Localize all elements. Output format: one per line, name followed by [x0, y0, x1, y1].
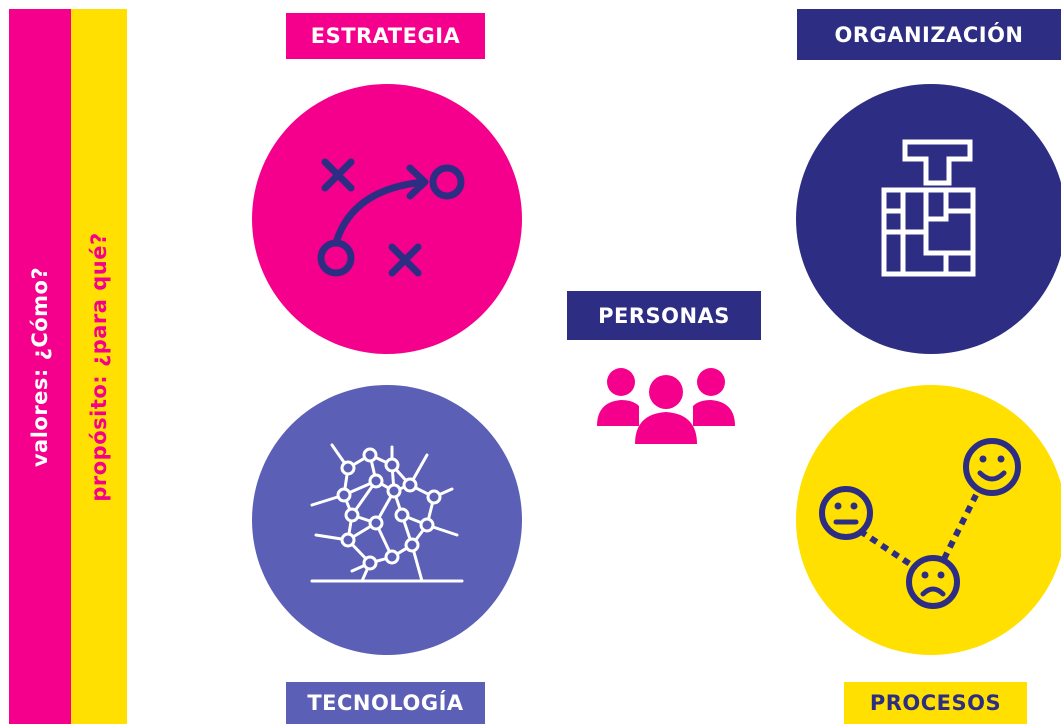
sad-face-icon	[906, 555, 960, 609]
estrategia-label: ESTRATEGIA	[286, 13, 485, 59]
procesos-circle	[796, 385, 1061, 655]
valores-text: valores: ¿Cómo?	[28, 266, 52, 467]
organizacion-circle	[796, 84, 1061, 354]
happy-face-icon	[963, 438, 1021, 496]
procesos-label: PROCESOS	[844, 682, 1027, 724]
tecnologia-circle	[252, 385, 522, 655]
organizacion-label: ORGANIZACIÓN	[797, 9, 1061, 60]
estrategia-circle	[252, 84, 522, 354]
neutral-face-icon	[819, 486, 873, 540]
tecnologia-label: TECNOLOGÍA	[286, 682, 485, 724]
personas-label: PERSONAS	[567, 291, 761, 340]
tetris-blocks-icon	[881, 139, 976, 277]
proposito-bar: propósito: ¿para qué?	[71, 9, 127, 724]
proposito-text: propósito: ¿para qué?	[87, 231, 111, 502]
valores-bar: valores: ¿Cómo?	[9, 9, 71, 724]
network-nodes-icon	[310, 443, 464, 583]
strategy-play-icon	[317, 158, 465, 277]
people-group-icon	[597, 368, 735, 444]
mood-faces-icon	[819, 438, 1021, 609]
